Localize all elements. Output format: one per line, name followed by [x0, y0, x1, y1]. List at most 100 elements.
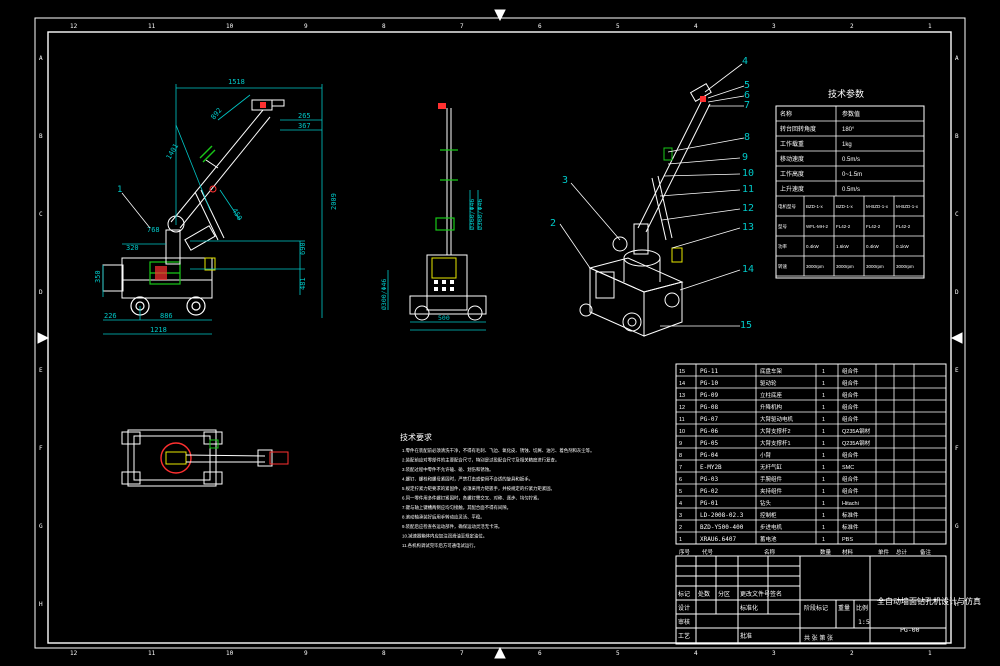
bom-cell: PG-03: [700, 476, 718, 483]
bom-cell: 步进电机: [760, 523, 783, 531]
motor-cell: 型号: [778, 223, 787, 230]
bom-cell: 组合件: [842, 367, 859, 375]
bom-cell: 蓄电池: [760, 535, 777, 543]
part-balloon: 2: [550, 218, 556, 229]
centering-marks: [37, 9, 963, 659]
zone-label-left: C: [39, 211, 43, 218]
part-balloon: 7: [744, 100, 750, 111]
zone-label-left: A: [39, 55, 43, 62]
zone-label-top: 8: [382, 23, 386, 30]
part-balloon: 13: [742, 222, 754, 233]
tech-param-value: 180°: [842, 127, 855, 133]
bom-cell: 2: [679, 525, 682, 531]
bom-cell: 组合件: [842, 487, 859, 495]
dim-226: 226: [104, 312, 117, 320]
motor-cell: 3000rpm: [836, 264, 854, 269]
motor-cell: 3000rpm: [866, 264, 884, 269]
zone-label-left: G: [39, 523, 43, 530]
note-line: 3.装配过程中零件不允许磕、碰、划伤和锈蚀。: [402, 466, 493, 473]
dim-481: 481: [299, 277, 307, 290]
bom-cell: 底盘车架: [760, 367, 783, 375]
zone-label-top: 5: [616, 23, 620, 30]
zone-label-right: A: [955, 55, 959, 62]
bom-cell: 标准件: [842, 511, 859, 519]
tech-param-value: 1kg: [842, 142, 852, 148]
bom-cell: 无杆气缸: [760, 463, 783, 471]
bom-cell: 标准件: [842, 523, 859, 531]
bom-cell: 12: [679, 405, 685, 411]
motor-cell: FL42-2: [866, 224, 881, 229]
motor-cell: FL42-2: [836, 224, 851, 229]
tech-param-name: 上升速度: [780, 185, 804, 193]
tech-param-value: 0.5m/s: [842, 157, 860, 163]
bom-cell: 组合件: [842, 403, 859, 411]
label-design: 设计: [678, 604, 690, 612]
tech-param-value: 参数值: [842, 110, 860, 118]
label-change: 更改文件号: [740, 590, 770, 598]
bom-header-cell: 数量: [820, 548, 832, 556]
note-line: 10.减速器箱体内应加注润滑油至规定油位。: [402, 533, 487, 540]
front-view: 500 Ø360/Φ46 Ø360/Φ46 Ø300/Φ46: [380, 103, 487, 331]
bom-cell: PG-01: [700, 500, 718, 507]
note-line: 5.规定拧紧力矩要求的紧固件，必须采用力矩扳手，并按规定的拧紧力矩紧固。: [402, 485, 555, 492]
zone-label-right: F: [955, 445, 959, 452]
zone-label-bottom: 5: [616, 650, 620, 657]
bom-cell: BZD-Y500-400: [700, 524, 744, 531]
bom-cell: 大臂支撑杆2: [760, 427, 791, 435]
bom-cell: 3: [679, 513, 682, 519]
note-line: 6.同一零件用多件螺钉紧固时，各螺钉需交叉、对称、逐步、均匀拧紧。: [402, 495, 542, 502]
bom-cell: PG-05: [700, 440, 718, 447]
bom-cell: 1: [822, 393, 825, 399]
note-line: 11.各机构调试完毕后方可通电试运行。: [402, 542, 478, 549]
bom-cell: 升降机构: [760, 403, 783, 411]
bom-cell: 大臂支撑杆1: [760, 439, 791, 447]
bom-cell: 组合件: [842, 379, 859, 387]
zone-label-top: 6: [538, 23, 542, 30]
notes-title: 技术要求: [400, 432, 432, 442]
note-line: 2.装配前应对零部件的主要配合尺寸，特别是过盈配合尺寸及相关精度进行复查。: [402, 457, 559, 464]
bom-cell: 1: [822, 369, 825, 375]
bom-cell: 10: [679, 429, 685, 435]
title-block: [675, 555, 947, 645]
part-balloon: 9: [742, 152, 748, 163]
zone-label-bottom: 2: [850, 650, 854, 657]
bom-cell: 1: [822, 489, 825, 495]
zone-label-top: 7: [460, 23, 464, 30]
bom-cell: Hitachi: [842, 501, 859, 507]
tech-param-value: 0.5m/s: [842, 187, 860, 193]
zone-label-top: 12: [70, 23, 78, 30]
bom-cell: PG-02: [700, 488, 718, 495]
bom-cell: 钻头: [760, 499, 772, 507]
part-balloon: 5: [744, 80, 750, 91]
motor-cell: 功率: [778, 243, 787, 250]
motor-cell: M-BZD-1-x: [866, 204, 889, 209]
bom-cell: 1: [822, 501, 825, 507]
bom-cell: PG-04: [700, 452, 718, 459]
part-balloon: 10: [742, 168, 754, 179]
zone-label-bottom: 11: [148, 650, 156, 657]
bom-cell: 13: [679, 393, 685, 399]
scale-value: 1:5: [858, 618, 870, 626]
balloon-1: 1: [117, 185, 122, 195]
dim-front-a: Ø360/Φ46: [468, 199, 476, 230]
dim-265: 265: [298, 112, 311, 120]
label-scale: 比例: [856, 604, 868, 612]
bom-cell: 大臂驱动电机: [760, 415, 794, 423]
zone-label-left: D: [39, 289, 43, 296]
bom-header-cell: 材料: [842, 548, 854, 556]
bom-cell: 1: [822, 417, 825, 423]
zone-label-left: F: [39, 445, 43, 452]
zone-label-bottom: 1: [928, 650, 932, 657]
zone-label-right: C: [955, 211, 959, 218]
dim-front-c: Ø300/Φ46: [380, 279, 388, 310]
bom-cell: 控制柜: [760, 511, 777, 519]
dim-1518: 1518: [228, 78, 245, 86]
part-balloon: 3: [562, 175, 568, 186]
bom-cell: PG-08: [700, 404, 718, 411]
